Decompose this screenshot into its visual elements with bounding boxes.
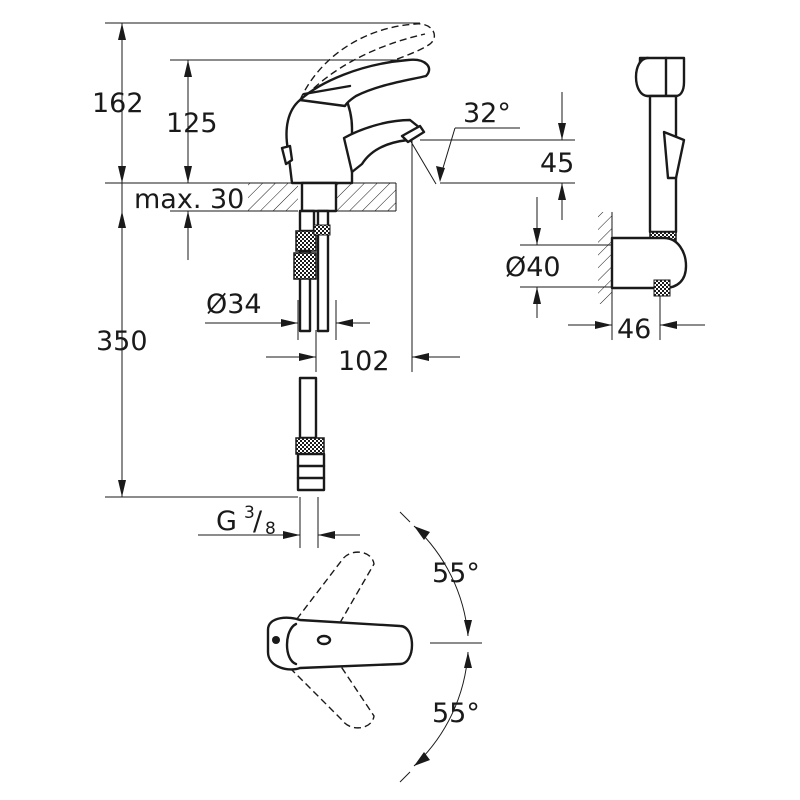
wall-holder bbox=[520, 197, 705, 340]
dimension-lines bbox=[105, 22, 575, 548]
dim-lever-height: 125 bbox=[166, 108, 218, 139]
dim-total-height: 162 bbox=[92, 88, 144, 119]
dim-hole-diameter: Ø34 bbox=[206, 289, 262, 320]
dim-max-thickness: max. 30 bbox=[134, 184, 244, 215]
dim-connection-numerator: 3 bbox=[244, 503, 255, 523]
dim-connection-prefix: G bbox=[216, 506, 237, 537]
dim-holder-depth: 46 bbox=[617, 314, 651, 345]
dim-spout-angle: 32° bbox=[463, 98, 511, 129]
dim-connection-slash: / bbox=[253, 506, 263, 537]
dim-connection-denominator: 8 bbox=[265, 519, 276, 539]
countertop-section bbox=[248, 182, 397, 212]
dim-holder-diameter: Ø40 bbox=[505, 252, 561, 283]
dim-supply-length: 350 bbox=[96, 326, 148, 357]
dim-swivel-left: 55° bbox=[432, 558, 480, 589]
hand-shower bbox=[634, 56, 686, 251]
dim-spout-height: 45 bbox=[540, 148, 574, 179]
dim-swivel-right: 55° bbox=[432, 698, 480, 729]
lever-top-view bbox=[266, 511, 482, 783]
dim-spout-reach: 102 bbox=[338, 346, 390, 377]
